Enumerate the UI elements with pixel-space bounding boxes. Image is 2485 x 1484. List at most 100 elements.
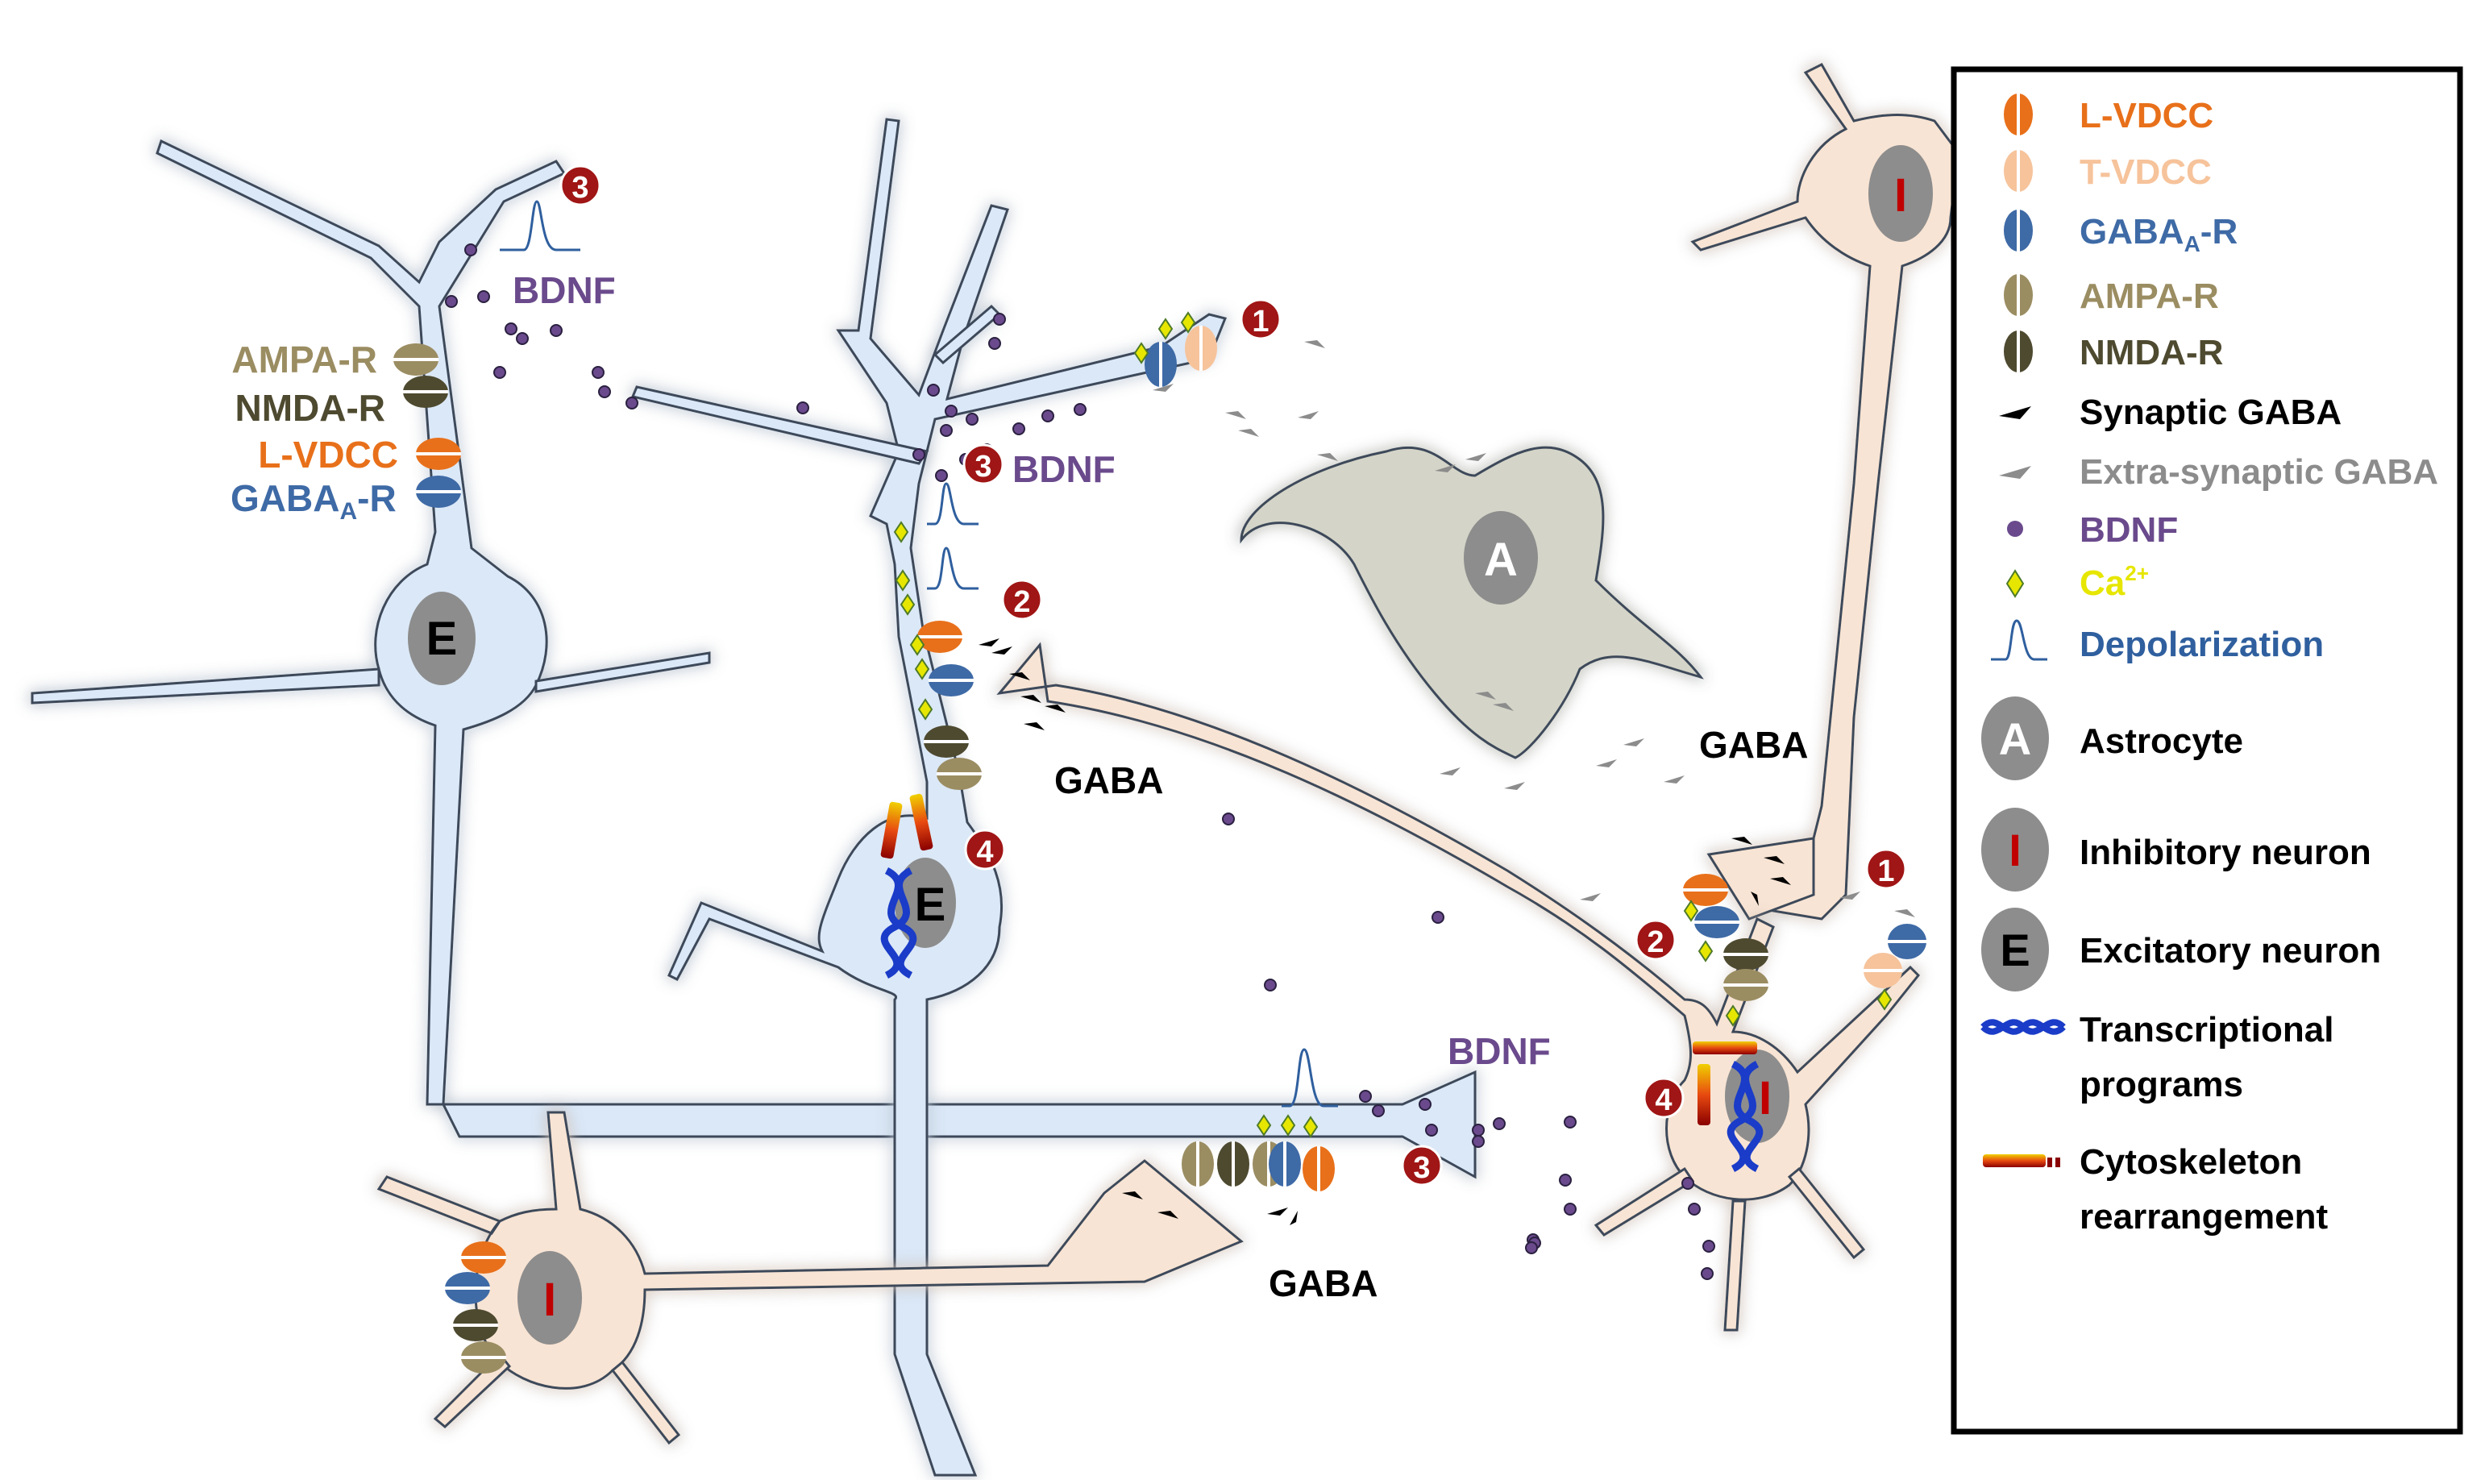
svg-text:I: I [1894, 169, 1907, 222]
inhibitory-nucleus-bottom-left: I [517, 1251, 582, 1345]
dna-helix-icon [1727, 1060, 1764, 1173]
gabaa-receptor-icon [1145, 342, 1177, 387]
step-badge-3-center: 3 [962, 443, 1004, 485]
l-vdcc-icon [461, 1241, 506, 1274]
inhibitory-neuron-bottom-right [996, 642, 1921, 1332]
svg-text:3: 3 [571, 171, 588, 205]
dna-helix-icon [880, 867, 917, 979]
legend-label-gabaa: GABAA-R [2080, 212, 2238, 256]
legend-label-lvdcc: L-VDCC [2080, 96, 2213, 135]
astrocyte-cell [1240, 446, 1704, 759]
svg-text:1: 1 [1252, 305, 1269, 339]
excitatory-nucleus-center: E [895, 858, 956, 948]
legend-item-extra-synaptic-gaba: Extra-synaptic GABA [1999, 452, 2438, 492]
astrocyte-nucleus: A [1464, 511, 1538, 605]
svg-text:I: I [2009, 825, 2022, 875]
gabaa-receptor-icon [929, 664, 974, 696]
step-badge-3-bottom: 3 [1401, 1145, 1443, 1187]
legend-label-ampa: AMPA-R [2080, 276, 2219, 316]
legend-item-cytoskeleton: Cytoskeleton rearrangement [1983, 1142, 2328, 1237]
bdnf-label-top-left: BDNF [513, 269, 616, 311]
synaptic-gaba-icon [1999, 406, 2031, 419]
t-vdcc-icon [1864, 953, 1902, 988]
l-vdcc-icon [1303, 1146, 1335, 1191]
nmda-receptor-icon [924, 725, 969, 758]
t-vdcc-icon [1185, 326, 1217, 371]
legend-label-synaptic-gaba: Synaptic GABA [2080, 393, 2342, 432]
l-vdcc-icon [2004, 94, 2033, 135]
gabaa-receptor-icon [1694, 906, 1739, 938]
step-badge-4-center: 4 [964, 829, 1006, 871]
svg-text:E: E [426, 613, 458, 665]
gabaa-receptor-icon [445, 1272, 490, 1304]
step-badge-4-right: 4 [1643, 1077, 1685, 1119]
l-vdcc-icon [917, 621, 962, 653]
excitatory-nucleus-left: E [408, 592, 476, 685]
step-badge-1-right: 1 [1865, 848, 1907, 890]
legend-item-depolarization: Depolarization [1991, 619, 2324, 664]
step-badge-2-center: 2 [1001, 579, 1043, 621]
legend-item-inhibitory: I Inhibitory neuron [1981, 808, 2371, 892]
calcium-markers [893, 311, 1893, 1138]
ampa-receptor-icon [393, 343, 438, 376]
step-badge-2-right: 2 [1635, 919, 1677, 961]
bdnf-label-bottom: BDNF [1448, 1030, 1551, 1072]
bdnf-dot-icon [2007, 521, 2023, 537]
svg-text:3: 3 [1413, 1151, 1430, 1185]
depolarization-spike-icon [1991, 619, 2047, 661]
calcium-icon [2005, 569, 2025, 598]
svg-text:E: E [915, 879, 946, 931]
inhibitory-neuron-icon: I [1981, 808, 2049, 892]
l-vdcc-icon [1683, 874, 1728, 906]
gaba-label-center: GABA [1054, 759, 1163, 801]
svg-text:A: A [1484, 534, 1518, 586]
synaptic-gaba-arrows [979, 638, 1791, 1225]
nmda-receptor-icon [2004, 330, 2033, 372]
svg-text:1: 1 [1877, 854, 1894, 888]
inhibitory-neuron-top-right [1690, 63, 1960, 921]
cytoskeleton-icon [1693, 1041, 1757, 1125]
legend-label-tvdcc: T-VDCC [2080, 152, 2212, 192]
legend-item-tvdcc: T-VDCC [2004, 150, 2212, 192]
gabaa-receptor-icon [1269, 1141, 1301, 1187]
inhibitory-neuron-bottom-left [376, 1111, 1244, 1445]
legend-label-astrocyte: Astrocyte [2080, 721, 2243, 761]
legend-item-astrocyte: A Astrocyte [1981, 696, 2243, 780]
step-badge-1-top: 1 [1240, 298, 1282, 340]
legend-panel: L-VDCC T-VDCC GABAA-R AMPA-R NMDA-R Syna… [1951, 66, 2463, 1435]
astrocyte-icon: A [1981, 696, 2049, 780]
inhibitory-nucleus-top-right: I [1868, 145, 1933, 242]
extra-synaptic-gaba-icon [1999, 466, 2031, 479]
ampa-receptor-icon [1182, 1141, 1214, 1187]
legend-label-transcriptional-2: programs [2080, 1065, 2243, 1104]
svg-text:2: 2 [1013, 585, 1030, 619]
legend-item-lvdcc: L-VDCC [2004, 94, 2213, 135]
nmda-receptor-icon [1723, 938, 1768, 971]
cytoskeleton-icon [1983, 1154, 2060, 1167]
legend-item-synaptic-gaba: Synaptic GABA [1999, 393, 2342, 432]
gaba-label-bottom: GABA [1269, 1262, 1378, 1304]
nmda-receptor-icon [403, 376, 448, 408]
extra-synaptic-gaba-arrows [1153, 340, 1915, 917]
legend-label-extra-synaptic-gaba: Extra-synaptic GABA [2080, 452, 2438, 492]
legend-item-bdnf: BDNF [2007, 510, 2178, 550]
svg-text:2: 2 [1647, 925, 1664, 959]
legend-label-calcium: Ca2+ [2080, 561, 2149, 603]
svg-text:A: A [1999, 713, 2031, 764]
ampa-receptor-icon [461, 1341, 506, 1374]
excitatory-neuron-center [630, 118, 1228, 1477]
cytoskeleton-icon [880, 793, 933, 859]
bdnf-label-center: BDNF [1012, 448, 1116, 490]
legend-label-transcriptional-1: Transcriptional [2080, 1010, 2333, 1050]
svg-text:I: I [1759, 1072, 1772, 1124]
l-vdcc-icon [416, 438, 461, 470]
legend-label-bdnf: BDNF [2080, 510, 2178, 550]
svg-text:4: 4 [1655, 1083, 1672, 1117]
legend-item-excitatory: E Excitatory neuron [1981, 908, 2381, 991]
svg-text:3: 3 [974, 450, 991, 484]
legend-item-nmda: NMDA-R [2004, 330, 2223, 372]
svg-text:4: 4 [976, 835, 993, 869]
nmda-receptor-icon [1217, 1141, 1249, 1187]
